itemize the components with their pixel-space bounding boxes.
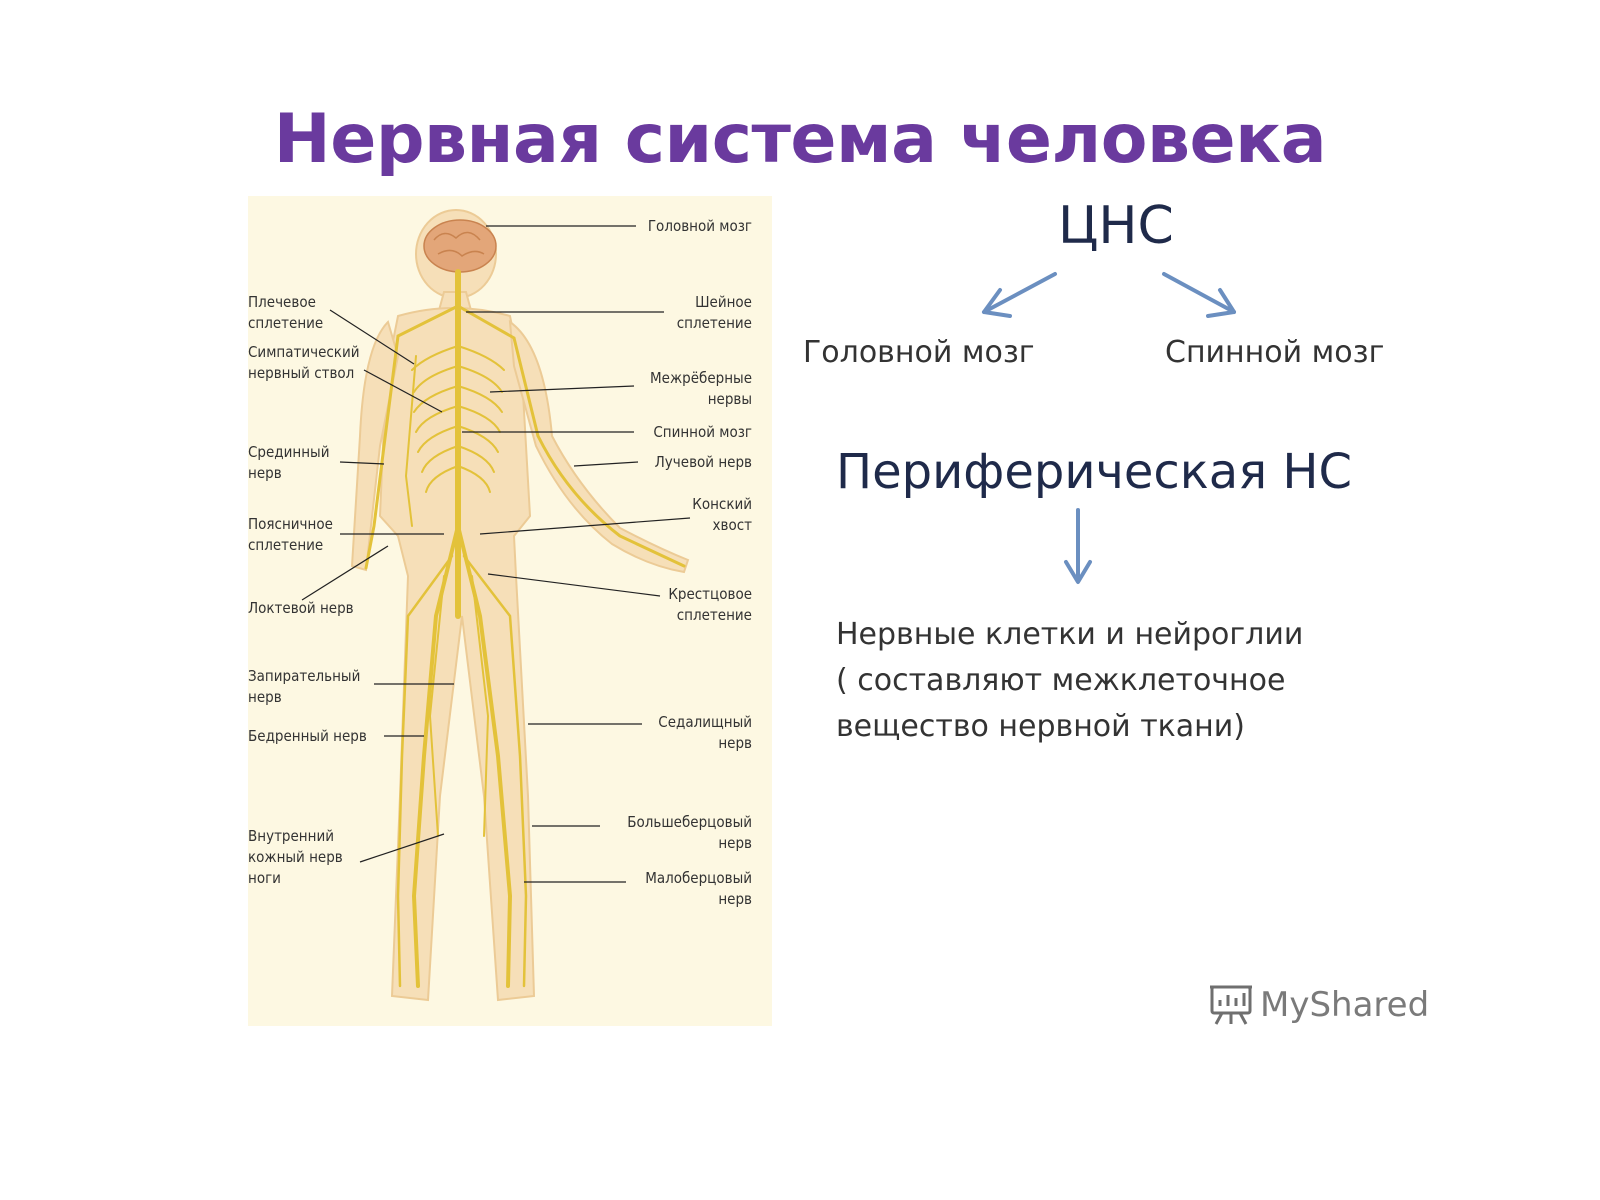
nervous-system-figure: Головной мозг Шейное сплетение Межрёберн… [248,196,772,1026]
label-sympathetic-trunk: Симпатический нервный ствол [248,343,360,382]
label-brachial-plexus: Плечевое сплетение [248,293,324,332]
label-saphenous-nerve: Внутренний кожный нерв ноги [248,827,343,887]
figure-drawing [301,209,691,1002]
pns-description: Нервные клетки и нейроглии ( составляют … [836,617,1304,744]
presentation-icon [1210,985,1252,1025]
label-radial-nerve: Лучевой нерв [654,453,752,471]
label-cervical-plexus: Шейное сплетение [676,293,752,332]
arrow-pns-down-icon [1064,508,1092,584]
label-intercostal-nerves: Межрёберные нервы [650,369,752,408]
label-cauda-equina: Конский хвост [692,495,752,534]
cns-heading: ЦНС [1058,196,1174,256]
label-obturator-nerve: Запирательный нерв [248,667,361,706]
slide-title: Нервная система человека [273,100,1327,179]
label-fibular-nerve: Малоберцовый нерв [645,869,752,908]
nerve-network [364,269,686,988]
arrow-cns-to-spinal-icon [1162,272,1236,318]
cns-child-spinal-cord: Спинной мозг [1165,335,1385,370]
label-sciatic-nerve: Седалищный нерв [658,713,752,752]
leader-lines [301,225,691,883]
pns-heading: Периферическая НС [836,444,1352,500]
label-ulnar-nerve: Локтевой нерв [248,599,354,617]
label-lumbar-plexus: Поясничное сплетение [248,515,333,554]
label-median-nerve: Срединный нерв [248,443,330,482]
watermark: MyShared [1208,982,1429,1028]
cns-child-brain: Головной мозг [803,335,1035,370]
label-sacral-plexus: Крестцовое сплетение [668,585,752,624]
label-spinal-cord: Спинной мозг [653,423,752,441]
arrow-cns-to-brain-icon [982,272,1057,318]
label-brain: Головной мозг [647,217,752,235]
watermark-text: MyShared [1260,985,1430,1025]
label-femoral-nerve: Бедренный нерв [248,727,367,745]
label-tibial-nerve: Большеберцовый нерв [627,813,752,852]
